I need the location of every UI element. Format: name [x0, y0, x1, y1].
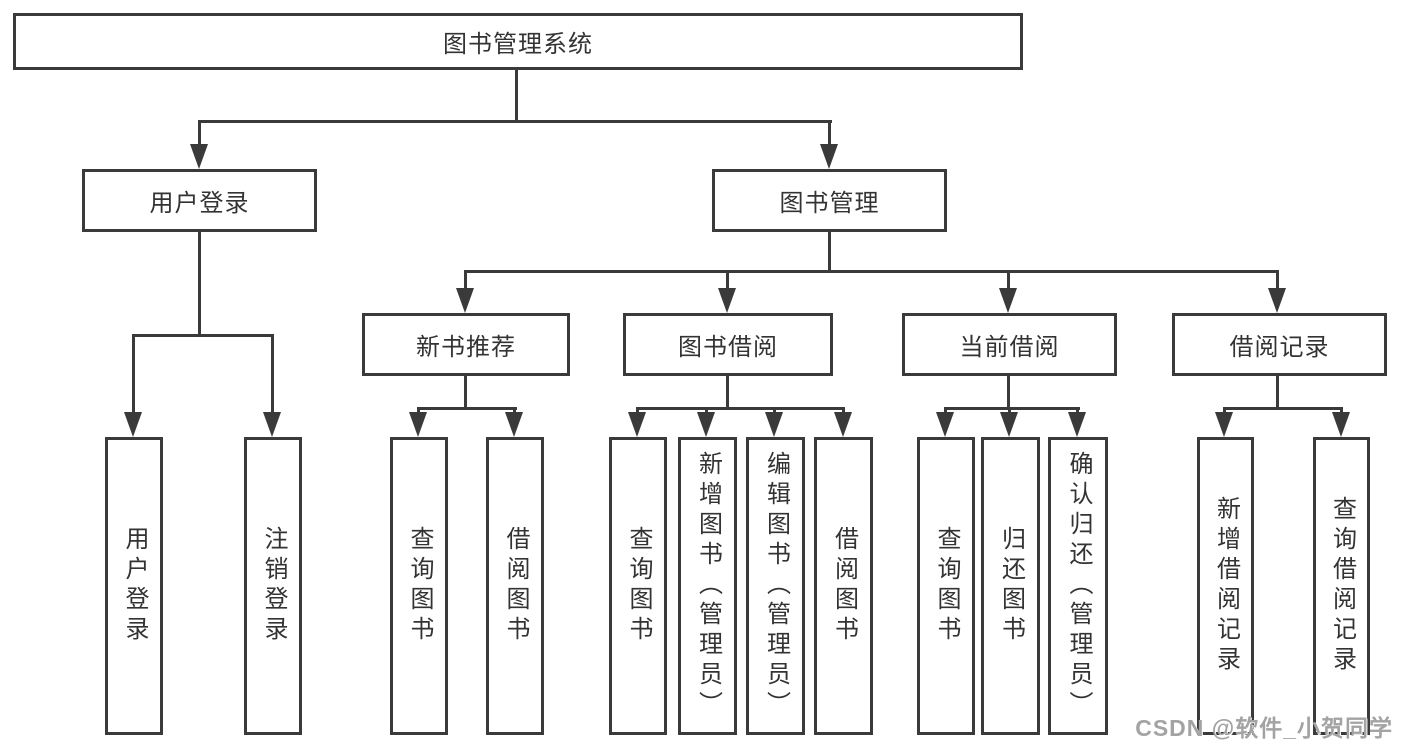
connector-line — [1340, 407, 1343, 415]
leaf-record-add-borrow-record: 新增借阅记录 — [1197, 437, 1254, 735]
node-user-login: 用户登录 — [82, 169, 317, 232]
leaf-borrow-borrow-books: 借阅图书 — [814, 437, 873, 735]
arrow-down-icon — [820, 144, 838, 169]
connector-line — [417, 407, 420, 415]
connector-line — [773, 407, 776, 415]
arrow-down-icon — [697, 412, 715, 437]
connector-line — [1276, 376, 1279, 407]
node-new-book-recommend: 新书推荐 — [362, 313, 570, 376]
connector-line — [464, 270, 1279, 273]
connector-line — [636, 407, 639, 415]
leaf-recommend-borrow-books: 借阅图书 — [486, 437, 544, 735]
connector-line — [132, 334, 135, 414]
connector-line — [944, 407, 1080, 410]
connector-line — [271, 334, 274, 414]
connector-line — [198, 232, 201, 334]
connector-line — [1223, 407, 1226, 415]
arrow-down-icon — [1068, 412, 1086, 437]
connector-line — [1276, 270, 1279, 290]
connector-line — [726, 376, 729, 407]
arrow-down-icon — [1215, 412, 1233, 437]
arrow-down-icon — [936, 412, 954, 437]
connector-line — [842, 407, 845, 415]
arrow-down-icon — [1000, 412, 1018, 437]
connector-line — [198, 120, 201, 148]
leaf-current-query-books: 查询图书 — [917, 437, 975, 735]
connector-line — [944, 407, 947, 415]
node-root: 图书管理系统 — [13, 13, 1023, 70]
node-borrow-record: 借阅记录 — [1172, 313, 1387, 376]
leaf-borrow-add-books-admin: 新增图书（管理员） — [678, 437, 737, 735]
leaf-record-query-borrow-record: 查询借阅记录 — [1313, 437, 1370, 735]
connector-line — [515, 70, 518, 120]
node-current-borrow: 当前借阅 — [902, 313, 1117, 376]
arrow-down-icon — [409, 412, 427, 437]
connector-line — [417, 407, 517, 410]
arrow-down-icon — [263, 412, 281, 437]
connector-line — [198, 120, 832, 123]
arrow-down-icon — [834, 412, 852, 437]
arrow-down-icon — [628, 412, 646, 437]
connector-line — [828, 120, 831, 148]
csdn-watermark: CSDN @软件_小贺同学 — [1135, 715, 1393, 741]
leaf-borrow-query-books: 查询图书 — [609, 437, 667, 735]
node-book-management: 图书管理 — [712, 169, 947, 232]
leaf-user-login: 用户登录 — [105, 437, 163, 735]
connector-line — [464, 376, 467, 407]
connector-line — [513, 407, 516, 415]
connector-line — [636, 407, 845, 410]
connector-line — [132, 334, 274, 337]
leaf-borrow-edit-books-admin: 编辑图书（管理员） — [746, 437, 805, 735]
arrow-down-icon — [999, 288, 1017, 313]
connector-line — [828, 232, 831, 270]
connector-line — [1008, 407, 1011, 415]
connector-line — [705, 407, 708, 415]
connector-line — [1076, 407, 1079, 415]
leaf-current-confirm-return-admin: 确认归还（管理员） — [1048, 437, 1108, 735]
node-book-borrow: 图书借阅 — [623, 313, 833, 376]
arrow-down-icon — [190, 144, 208, 169]
connector-line — [726, 270, 729, 290]
arrow-down-icon — [124, 412, 142, 437]
arrow-down-icon — [505, 412, 523, 437]
arrow-down-icon — [718, 288, 736, 313]
connector-line — [1007, 270, 1010, 290]
connector-line — [1223, 407, 1343, 410]
connector-line — [464, 270, 467, 290]
connector-line — [1007, 376, 1010, 407]
leaf-current-return-books: 归还图书 — [981, 437, 1040, 735]
arrow-down-icon — [1332, 412, 1350, 437]
leaf-recommend-query-books: 查询图书 — [390, 437, 448, 735]
arrow-down-icon — [456, 288, 474, 313]
leaf-logout-login: 注销登录 — [244, 437, 302, 735]
arrow-down-icon — [1268, 288, 1286, 313]
arrow-down-icon — [765, 412, 783, 437]
